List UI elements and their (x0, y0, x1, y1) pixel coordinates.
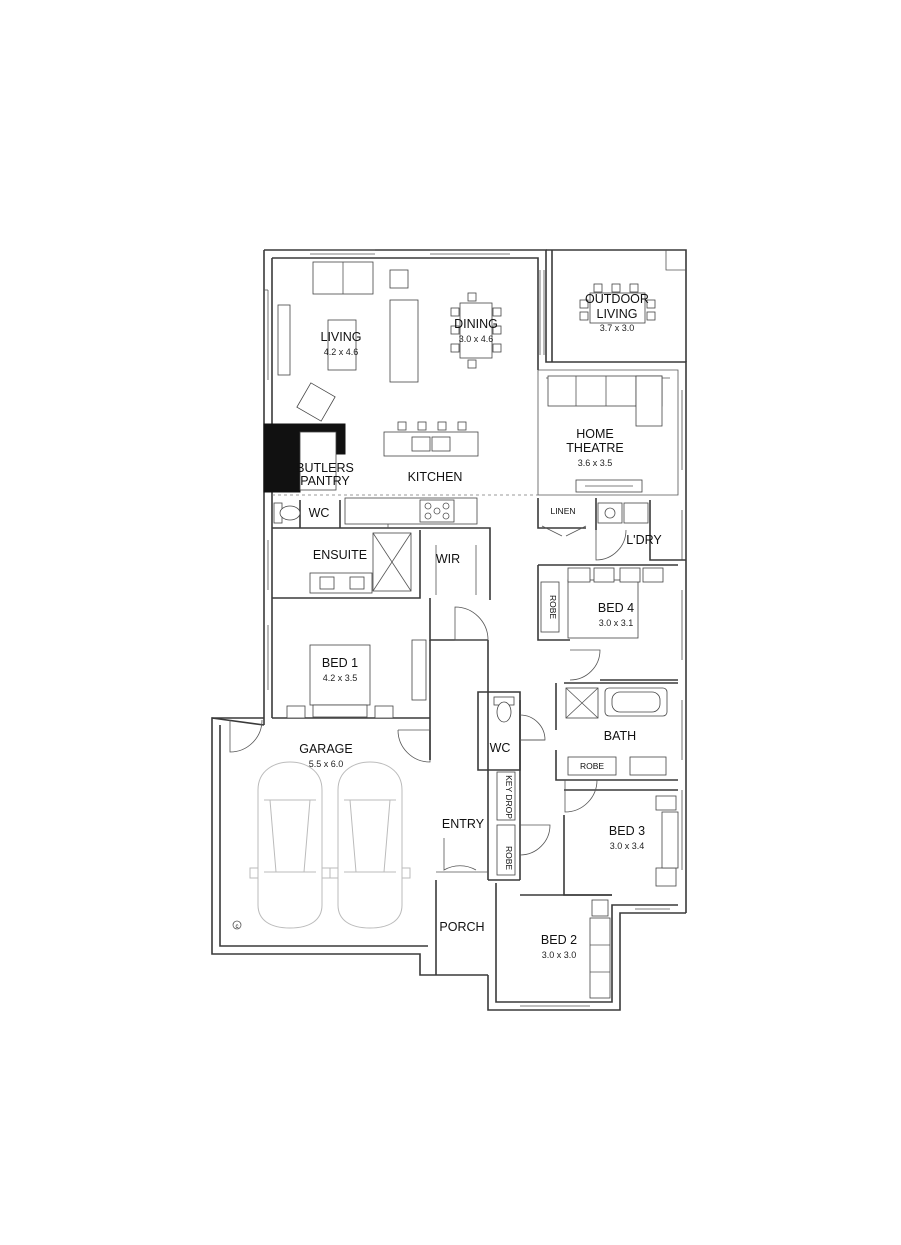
entry-label: ENTRY (442, 817, 485, 831)
laundry-fixtures (597, 502, 649, 524)
room-labels: OUTDOOR LIVING 3.7 x 3.0 LIVING 4.2 x 4.… (232, 292, 662, 960)
dining-size: 3.0 x 4.6 (459, 334, 494, 344)
garage-mark-icon (232, 920, 242, 930)
theatre-sofa (547, 375, 663, 493)
bed1-label: BED 1 (322, 656, 358, 670)
ensuite-toilet (273, 502, 301, 524)
bed2-furniture (589, 899, 611, 999)
windows (264, 249, 683, 1007)
ensuite-label: ENSUITE (313, 548, 367, 562)
kitchen-bench (344, 497, 478, 525)
bed1-furniture (286, 639, 427, 719)
ensuite-wc-label: WC (309, 506, 330, 520)
entry-robe-label: ROBE (504, 846, 514, 870)
kitchen-island (383, 421, 479, 457)
bath-robe-label: ROBE (580, 761, 604, 771)
bed2-size: 3.0 x 3.0 (542, 950, 577, 960)
kitchen-label: KITCHEN (408, 470, 463, 484)
bed4-size: 3.0 x 3.1 (599, 618, 634, 628)
butlers-pantry-bench (263, 423, 346, 493)
home-theatre-label-1: HOME (576, 427, 614, 441)
doors (229, 525, 627, 873)
laundry-label: L'DRY (626, 533, 662, 547)
home-theatre-size: 3.6 x 3.5 (578, 458, 613, 468)
bed4-label: BED 4 (598, 601, 634, 615)
bath-fixtures (565, 687, 668, 776)
porch-label: PORCH (439, 920, 484, 934)
wir-label: WIR (436, 552, 460, 566)
butlers-pantry-label-1: BUTLERS (296, 461, 354, 475)
garage-size: 5.5 x 6.0 (309, 759, 344, 769)
ensuite-fixtures (309, 532, 477, 595)
hall-wc-label: WC (490, 741, 511, 755)
bed4-robe-label: ROBE (548, 595, 558, 619)
living-size: 4.2 x 4.6 (324, 347, 359, 357)
outdoor-dining-table (579, 283, 656, 324)
bed3-label: BED 3 (609, 824, 645, 838)
bath-label: BATH (604, 729, 636, 743)
outdoor-living-label-2: LIVING (597, 307, 638, 321)
living-label: LIVING (321, 330, 362, 344)
bed4-furniture (540, 567, 664, 639)
garage-label: GARAGE (299, 742, 353, 756)
entry-joinery (496, 771, 516, 876)
bed2-label: BED 2 (541, 933, 577, 947)
garage-mark: c (236, 924, 239, 930)
living-sofa (277, 261, 419, 422)
outdoor-living-size: 3.7 x 3.0 (600, 323, 635, 333)
bed3-size: 3.0 x 3.4 (610, 841, 645, 851)
hall-toilet (493, 696, 515, 723)
bed1-size: 4.2 x 3.5 (323, 673, 358, 683)
dining-label: DINING (454, 317, 498, 331)
garage-cars (249, 761, 411, 929)
outdoor-living-label-1: OUTDOOR (585, 292, 649, 306)
dining-table (450, 292, 502, 369)
butlers-pantry-label-2: PANTRY (300, 474, 350, 488)
bed3-furniture (655, 795, 679, 887)
key-drop-label: KEY DROP (504, 775, 514, 819)
home-theatre-label-2: THEATRE (566, 441, 623, 455)
linen-label: LINEN (550, 506, 575, 516)
